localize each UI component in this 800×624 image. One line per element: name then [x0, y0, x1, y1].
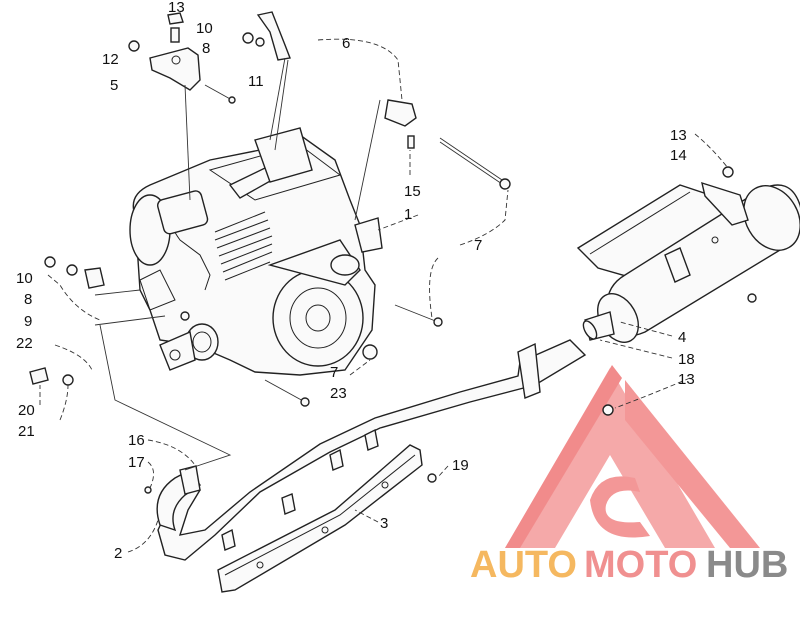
callout-labels: 13 10 8 12 5 11 6 15 1 7 13 14 10 8 9 22…: [16, 0, 695, 562]
logo-edge: [505, 365, 622, 548]
leader-lines: [39, 38, 729, 553]
callout-8-top: 8: [202, 40, 210, 57]
sensor-20: [29, 367, 49, 385]
callout-17: 17: [128, 454, 145, 471]
carburetor: [156, 190, 209, 235]
clutch-cover-inner: [289, 287, 347, 349]
bolt-7b: [264, 379, 306, 403]
bracket-6: [384, 99, 417, 127]
nut-21: [62, 374, 74, 386]
callout-20: 20: [18, 402, 35, 419]
mount-bracket-1: [354, 217, 383, 253]
rod-15: [439, 137, 506, 183]
oil-filter: [139, 269, 176, 311]
nut-13-top: [167, 12, 184, 25]
bolt-13b: [722, 166, 734, 178]
callout-1: 1: [404, 206, 412, 223]
washer-10b: [44, 256, 56, 268]
callout-13-muffler: 13: [670, 127, 687, 144]
callout-11: 11: [248, 73, 264, 90]
muffler-assembly: [576, 166, 800, 343]
exhaust-heat-shield-3: [217, 444, 437, 593]
engine-top-plate: [254, 127, 313, 183]
support-rod-assembly: [384, 99, 511, 190]
nut-12: [128, 40, 140, 52]
left-fasteners: [29, 256, 614, 416]
watermark-hub: HUB: [706, 544, 788, 586]
callout-10-top: 10: [196, 20, 213, 37]
callout-8-left: 8: [24, 291, 32, 308]
bolt-muffler: [747, 293, 757, 303]
pipe-bracket: [517, 342, 541, 399]
callout-22: 22: [16, 335, 33, 352]
watermark-auto: AUTO: [470, 544, 577, 586]
bolt-17: [144, 486, 152, 494]
screw-19: [427, 473, 437, 483]
bolt-7a: [394, 304, 439, 323]
bracket-5: [149, 47, 201, 91]
bolt-9: [94, 315, 166, 326]
watermark-moto: MOTO: [584, 544, 697, 586]
logo-triangle-right: [625, 380, 760, 548]
callout-5: 5: [110, 77, 118, 94]
watermark-logo: [505, 365, 760, 548]
bolt-13c: [602, 404, 614, 416]
callout-18: 18: [678, 351, 695, 368]
gasket-18: [582, 320, 598, 340]
pipe-shield-body: [217, 444, 423, 593]
engine-mount-boss: [330, 254, 360, 276]
callout-6: 6: [342, 35, 350, 52]
callout-4: 4: [678, 329, 686, 346]
spacer: [84, 267, 105, 289]
callout-16: 16: [128, 432, 145, 449]
exhaust-pipe-2: [144, 339, 587, 561]
callout-10-left: 10: [16, 270, 33, 287]
callout-2: 2: [114, 545, 122, 562]
logo-triangle-left: [505, 368, 715, 548]
callout-23: 23: [330, 385, 347, 402]
callout-14: 14: [670, 147, 687, 164]
watermark-text: AUTO MOTO HUB: [470, 544, 788, 586]
callout-3: 3: [380, 515, 388, 532]
cooling-fins: [214, 211, 273, 281]
bolt-11: [204, 84, 233, 101]
mount-stud: [184, 84, 191, 201]
muffler-mount-tab: [664, 247, 691, 283]
callout-12: 12: [102, 51, 119, 68]
muffler-end-cap: [743, 185, 800, 251]
clamp-16: [179, 465, 201, 495]
washer-10a: [242, 32, 254, 44]
callout-21: 21: [18, 423, 35, 440]
callout-7-right: 7: [474, 237, 482, 254]
callout-13-pipe: 13: [678, 371, 695, 388]
spring-stud: [170, 27, 180, 43]
upper-mount-bracket: [128, 11, 291, 201]
muffler-bracket: [701, 181, 749, 226]
callout-15: 15: [404, 183, 421, 200]
engine-assembly: [129, 127, 383, 376]
callout-13-top: 13: [168, 0, 185, 16]
pin-15: [407, 135, 415, 149]
lockwasher-8a: [255, 37, 265, 47]
bushing-23: [362, 344, 378, 360]
callout-9: 9: [24, 313, 32, 330]
bracket-upper: [256, 11, 291, 61]
logo-swirl: [590, 476, 650, 538]
clutch-cover: [272, 269, 364, 367]
lockwasher-8b: [66, 264, 78, 276]
callout-7-lower: 7: [330, 364, 338, 381]
callout-19: 19: [452, 457, 469, 474]
